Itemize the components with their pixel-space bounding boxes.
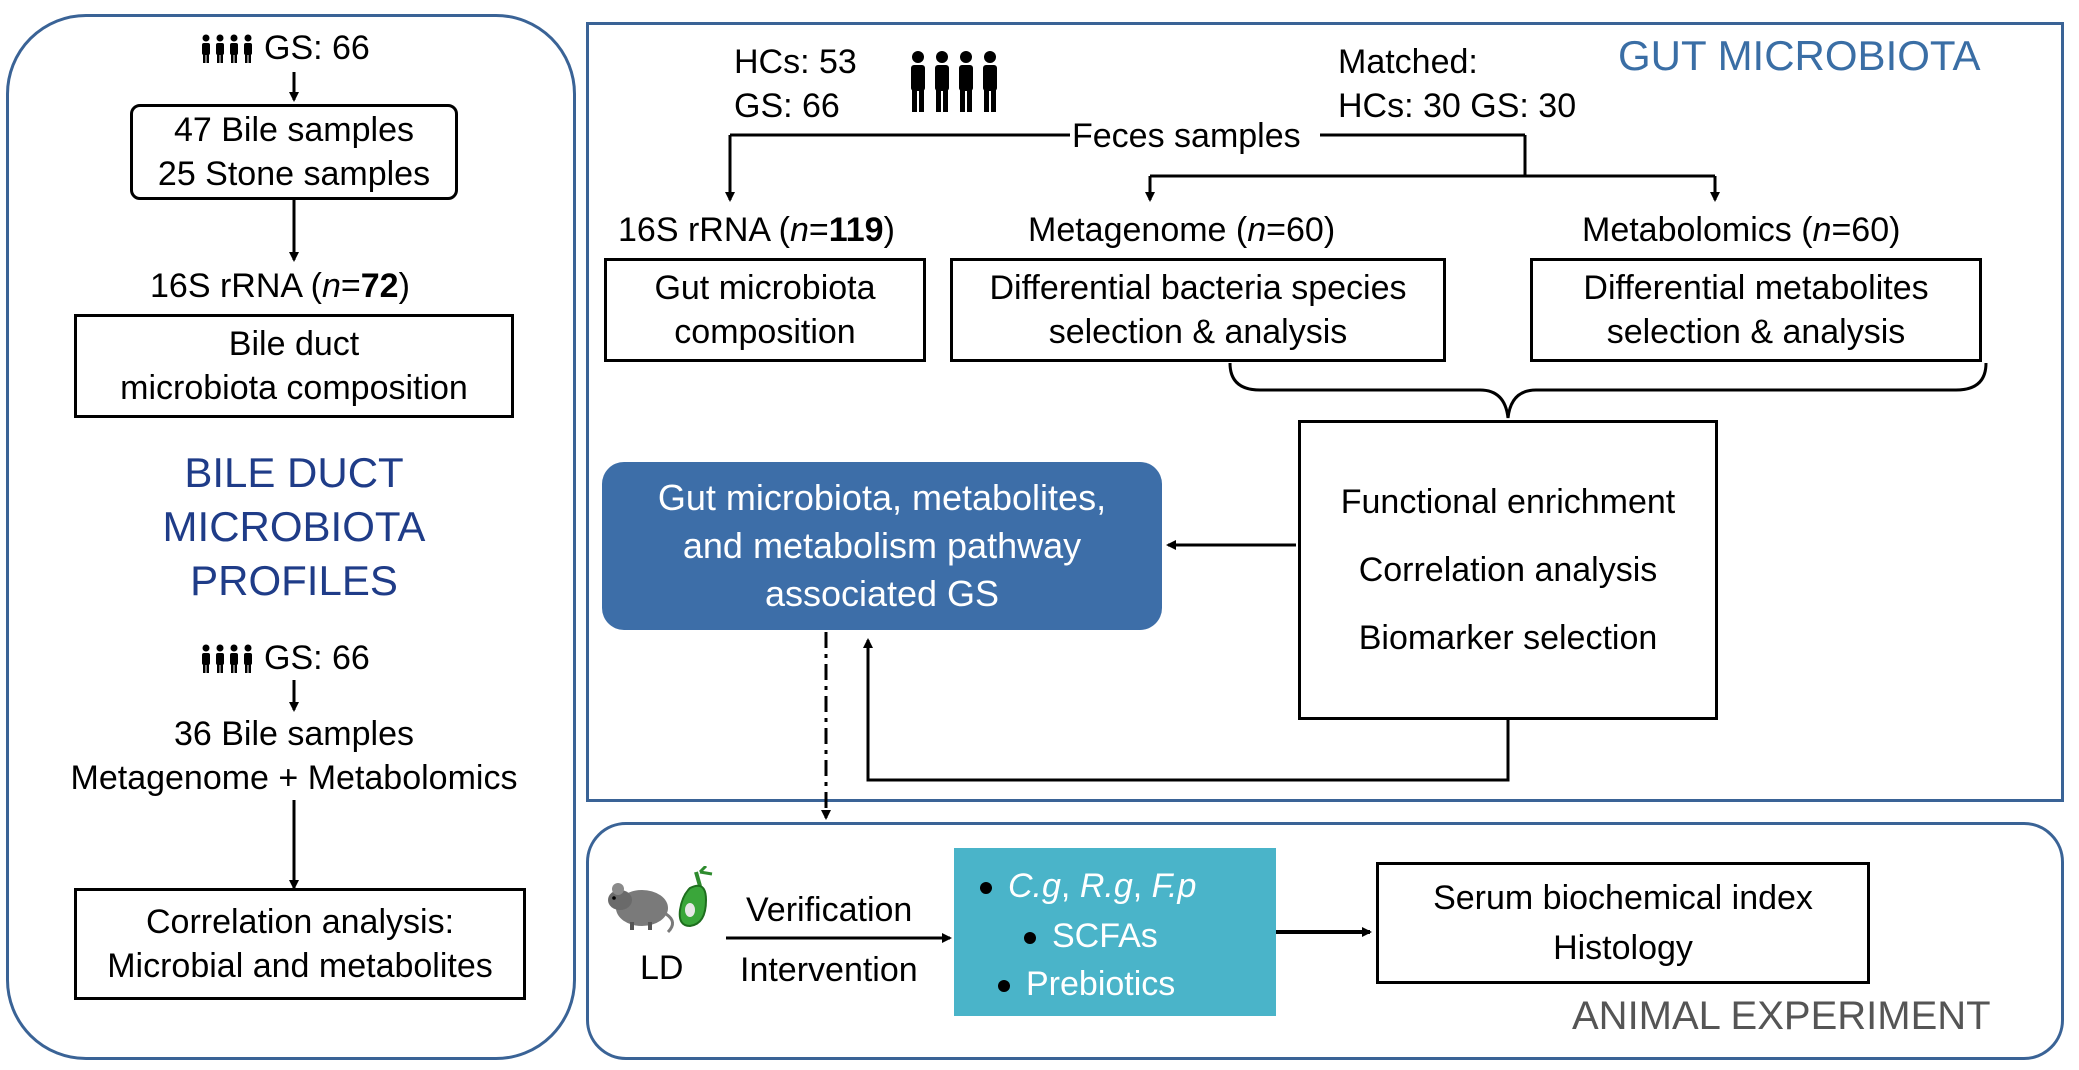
metabolites-line-2: selection & analysis — [1606, 313, 1906, 351]
bacteria-line-2: selection & analysis — [1048, 313, 1348, 351]
gut-composition-line-2: composition — [674, 313, 856, 351]
rrna-eq: = — [340, 267, 361, 305]
result-line-2: and metabolism pathway — [682, 525, 1082, 566]
bullet-icon — [1024, 932, 1036, 945]
omics-label: Metagenome + Metabolomics — [70, 759, 518, 797]
feces-samples-label: Feces samples — [1072, 117, 1301, 155]
correlation-analysis-text: Correlation analysis — [1358, 551, 1658, 589]
gs-count: GS: 66 — [734, 87, 840, 125]
gut-rrna-value: 119 — [828, 211, 884, 249]
rrna-n: n — [321, 267, 341, 305]
hcs-count: HCs: 53 — [734, 43, 857, 81]
result-line-3: associated GS — [764, 573, 1000, 614]
bacteria-rg: R.g — [1079, 867, 1133, 905]
section-title-line-1: BILE DUCT — [184, 449, 404, 496]
bullet-icon — [980, 882, 992, 895]
gut-composition-box: Gut microbiota composition — [604, 258, 926, 362]
bile-samples-text: 47 Bile samples — [173, 111, 414, 149]
prebiotics-row: Prebiotics — [998, 962, 1175, 1006]
bullet-icon — [998, 980, 1010, 993]
rrna-suffix: ) — [398, 267, 410, 305]
gut-microbiota-title: GUT MICROBIOTA — [1618, 32, 1981, 79]
rrna-prefix: 16S rRNA ( — [150, 267, 322, 305]
functional-enrichment-text: Functional enrichment — [1340, 483, 1676, 521]
result-line-1: Gut microbiota, metabolites, — [657, 477, 1107, 518]
bacteria-line-1: Differential bacteria species — [989, 269, 1407, 307]
treatments-box: C.g, R.g, F.p SCFAs Prebiotics — [954, 848, 1276, 1016]
correlation-line-1: Correlation analysis: — [145, 903, 455, 941]
left-16s-rrna-label: 16S rRNA (n=72) — [150, 264, 410, 308]
rrna-value: 72 — [360, 267, 399, 305]
scfas-text: SCFAs — [1052, 917, 1158, 955]
bacteria-row: C.g, R.g, F.p — [980, 864, 1196, 908]
correlation-analysis-box: Correlation analysis: Microbial and meta… — [74, 888, 526, 1000]
people-group-icon — [200, 644, 254, 679]
metabolomics-n: n — [1812, 211, 1832, 249]
metagenome-rest: =60) — [1266, 211, 1336, 249]
correlation-line-2: Microbial and metabolites — [107, 947, 493, 985]
gut-16s-rrna-label: 16S rRNA (n=119) — [618, 208, 895, 252]
gallbladder-icon — [676, 864, 722, 937]
matched-values: HCs: 30 GS: 30 — [1338, 87, 1577, 125]
composition-line-2: microbiota composition — [120, 369, 468, 407]
result-pill: Gut microbiota, metabolites, and metabol… — [602, 462, 1162, 630]
gut-rrna-prefix: 16S rRNA ( — [618, 211, 790, 249]
matched-label: Matched: — [1338, 43, 1478, 81]
gut-composition-line-1: Gut microbiota — [654, 269, 876, 307]
scfas-row: SCFAs — [1024, 914, 1158, 958]
metagenome-prefix: Metagenome ( — [1028, 211, 1248, 249]
biomarker-selection-text: Biomarker selection — [1358, 619, 1658, 657]
verification-label: Verification — [746, 891, 913, 929]
gut-rrna-suffix: ) — [883, 211, 895, 249]
metabolomics-prefix: Metabolomics ( — [1582, 211, 1813, 249]
animal-experiment-title: ANIMAL EXPERIMENT — [1572, 994, 1991, 1038]
metagenome-label: Metagenome (n=60) — [1028, 208, 1335, 252]
bacteria-fp: F.p — [1151, 867, 1197, 905]
gut-rrna-n: n — [789, 211, 809, 249]
people-group-icon — [200, 34, 254, 69]
bile-duct-composition-box: Bile duct microbiota composition — [74, 314, 514, 418]
outcome-box: Serum biochemical index Histology — [1376, 862, 1870, 984]
mouse-icon — [604, 874, 676, 939]
bile-duct-section-title: BILE DUCT MICROBIOTA PROFILES — [80, 446, 508, 608]
bile-samples-36: 36 Bile samples — [173, 715, 414, 753]
left-bottom-gs-count: GS: 66 — [264, 639, 370, 677]
composition-line-1: Bile duct — [228, 325, 360, 363]
section-title-line-3: PROFILES — [190, 557, 398, 604]
intervention-label: Intervention — [740, 951, 918, 989]
metabolomics-rest: =60) — [1831, 211, 1901, 249]
section-title-line-2: MICROBIOTA — [162, 503, 426, 550]
bacteria-cg: C.g — [1008, 867, 1061, 905]
ld-label: LD — [640, 949, 684, 987]
analysis-box: Functional enrichment Correlation analys… — [1298, 420, 1718, 720]
prebiotics-text: Prebiotics — [1026, 965, 1176, 1003]
metabolomics-label: Metabolomics (n=60) — [1582, 208, 1900, 252]
differential-metabolites-box: Differential metabolites selection & ana… — [1530, 258, 1982, 362]
histology-text: Histology — [1553, 929, 1693, 967]
samples-box: 47 Bile samples 25 Stone samples — [130, 104, 458, 200]
metagenome-n: n — [1247, 211, 1267, 249]
gut-rrna-eq: = — [808, 211, 829, 249]
differential-bacteria-box: Differential bacteria species selection … — [950, 258, 1446, 362]
serum-biochemical-text: Serum biochemical index — [1433, 879, 1813, 917]
metabolites-line-1: Differential metabolites — [1583, 269, 1929, 307]
stone-samples-text: 25 Stone samples — [157, 155, 431, 193]
left-top-gs-count: GS: 66 — [264, 29, 370, 67]
people-group-icon — [908, 50, 1000, 119]
